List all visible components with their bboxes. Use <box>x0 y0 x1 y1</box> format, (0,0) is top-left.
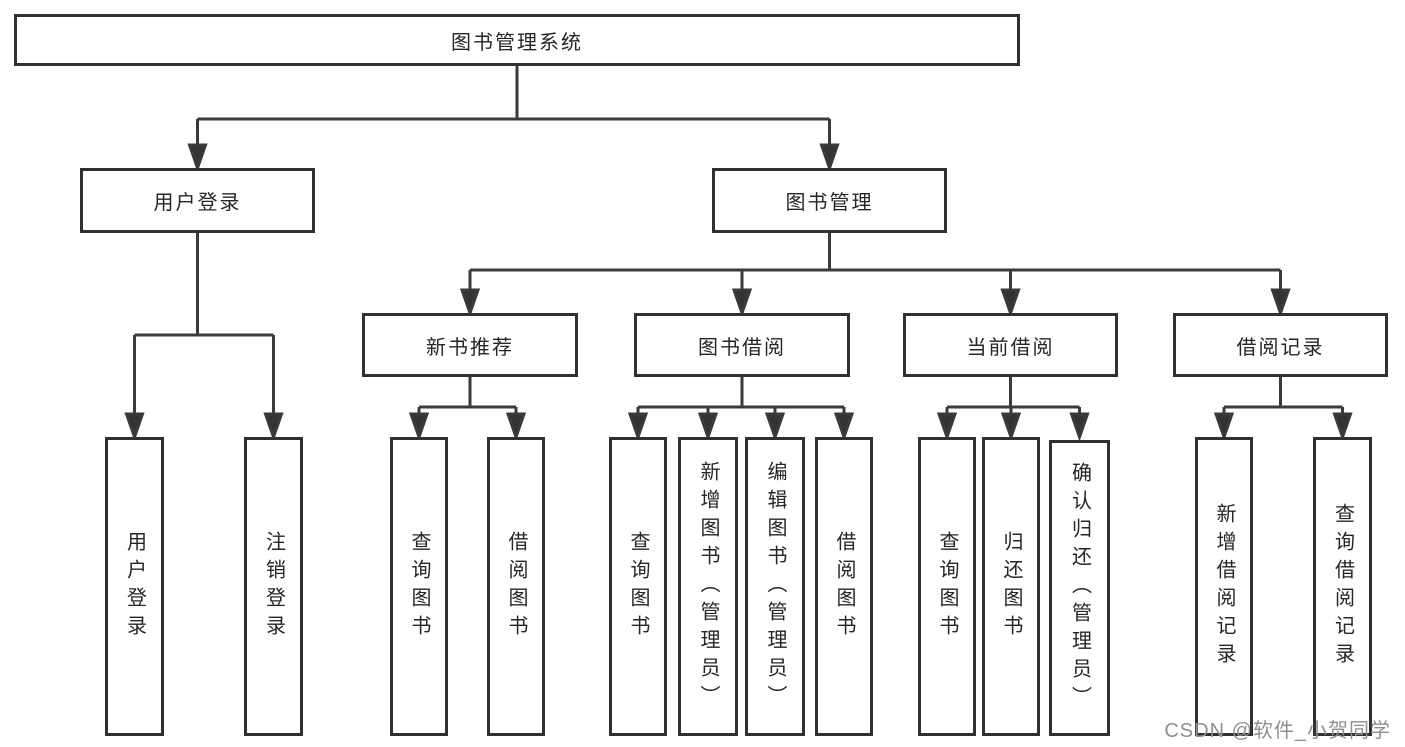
node-borrow-books-borrow: 借阅图书 <box>815 437 873 736</box>
node-query-borrow-record: 查询借阅记录 <box>1313 437 1372 736</box>
node-logout: 注销登录 <box>244 437 303 736</box>
node-add-borrow-record-label: 新增借阅记录 <box>1213 502 1235 671</box>
node-query-books-recommend: 查询图书 <box>390 437 448 736</box>
node-borrow-books-recommend-label: 借阅图书 <box>505 530 527 643</box>
node-confirm-return-admin-label: 确认归还（管理员） <box>1068 462 1091 714</box>
csdn-watermark: CSDN @软件_小贺同学 <box>1164 720 1391 742</box>
node-user-login: 用户登录 <box>80 168 315 233</box>
node-logout-label: 注销登录 <box>262 530 285 643</box>
connector-user-login-branch <box>124 233 284 442</box>
connector-book-management-branch <box>459 233 1291 318</box>
connector-new-book-recommend-branch <box>408 377 527 442</box>
node-edit-book-admin-label: 编辑图书（管理员） <box>764 460 786 713</box>
node-borrow-books-recommend: 借阅图书 <box>487 437 545 736</box>
connector-book-borrow-branch <box>627 377 855 442</box>
node-add-borrow-record: 新增借阅记录 <box>1195 437 1253 736</box>
node-current-borrow: 当前借阅 <box>903 313 1118 377</box>
node-query-books-borrow-label: 查询图书 <box>627 530 649 643</box>
node-edit-book-admin: 编辑图书（管理员） <box>745 437 805 736</box>
node-root: 图书管理系统 <box>14 14 1020 66</box>
node-borrow-record-label: 借阅记录 <box>1236 336 1325 359</box>
node-user-login-label: 用户登录 <box>153 192 242 214</box>
node-new-book-recommend-label: 新书推荐 <box>426 336 514 359</box>
node-book-borrow-label: 图书借阅 <box>698 336 786 359</box>
node-borrow-record: 借阅记录 <box>1173 313 1388 377</box>
node-return-book-label: 归还图书 <box>1000 530 1022 643</box>
node-query-borrow-record-label: 查询借阅记录 <box>1331 502 1354 671</box>
node-confirm-return-admin: 确认归还（管理员） <box>1049 440 1110 736</box>
node-book-management: 图书管理 <box>712 168 947 233</box>
node-book-management-label: 图书管理 <box>785 192 874 214</box>
node-root-label: 图书管理系统 <box>451 31 583 54</box>
node-book-borrow: 图书借阅 <box>634 313 850 377</box>
node-user-login-leaf: 用户登录 <box>105 437 164 736</box>
node-add-book-admin-label: 新增图书（管理员） <box>697 460 719 713</box>
node-user-login-leaf-label: 用户登录 <box>123 530 146 643</box>
node-query-books-borrow: 查询图书 <box>609 437 667 736</box>
node-query-books-current: 查询图书 <box>918 437 976 736</box>
node-add-book-admin: 新增图书（管理员） <box>678 437 738 736</box>
node-borrow-books-borrow-label: 借阅图书 <box>833 530 855 643</box>
node-current-borrow-label: 当前借阅 <box>966 336 1055 359</box>
connector-current-borrow-branch <box>936 377 1090 442</box>
connector-root-to-level2 <box>187 66 840 173</box>
node-query-books-recommend-label: 查询图书 <box>408 530 430 643</box>
node-new-book-recommend: 新书推荐 <box>362 313 578 377</box>
node-query-books-current-label: 查询图书 <box>936 530 958 643</box>
connector-borrow-record-branch <box>1213 377 1353 442</box>
node-return-book: 归还图书 <box>982 437 1040 736</box>
